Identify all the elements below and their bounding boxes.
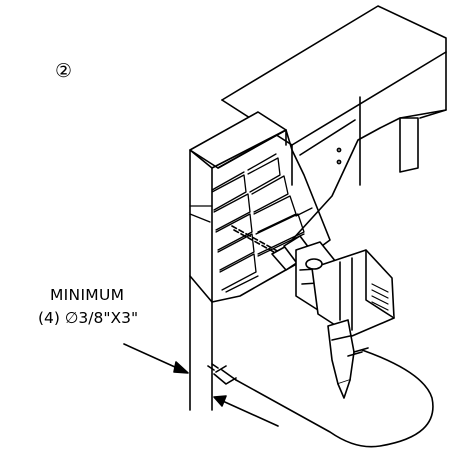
power-cord bbox=[207, 349, 434, 448]
wall-edge-lines bbox=[189, 275, 213, 411]
step-number-label: ② bbox=[55, 60, 73, 82]
brick-wall bbox=[189, 111, 331, 303]
power-drill bbox=[271, 235, 395, 399]
minimum-label: MINIMUM bbox=[50, 286, 125, 304]
anchor-spec-label: (4) ∅3/8"X3" bbox=[38, 309, 139, 327]
dimension-arrows bbox=[123, 343, 279, 427]
